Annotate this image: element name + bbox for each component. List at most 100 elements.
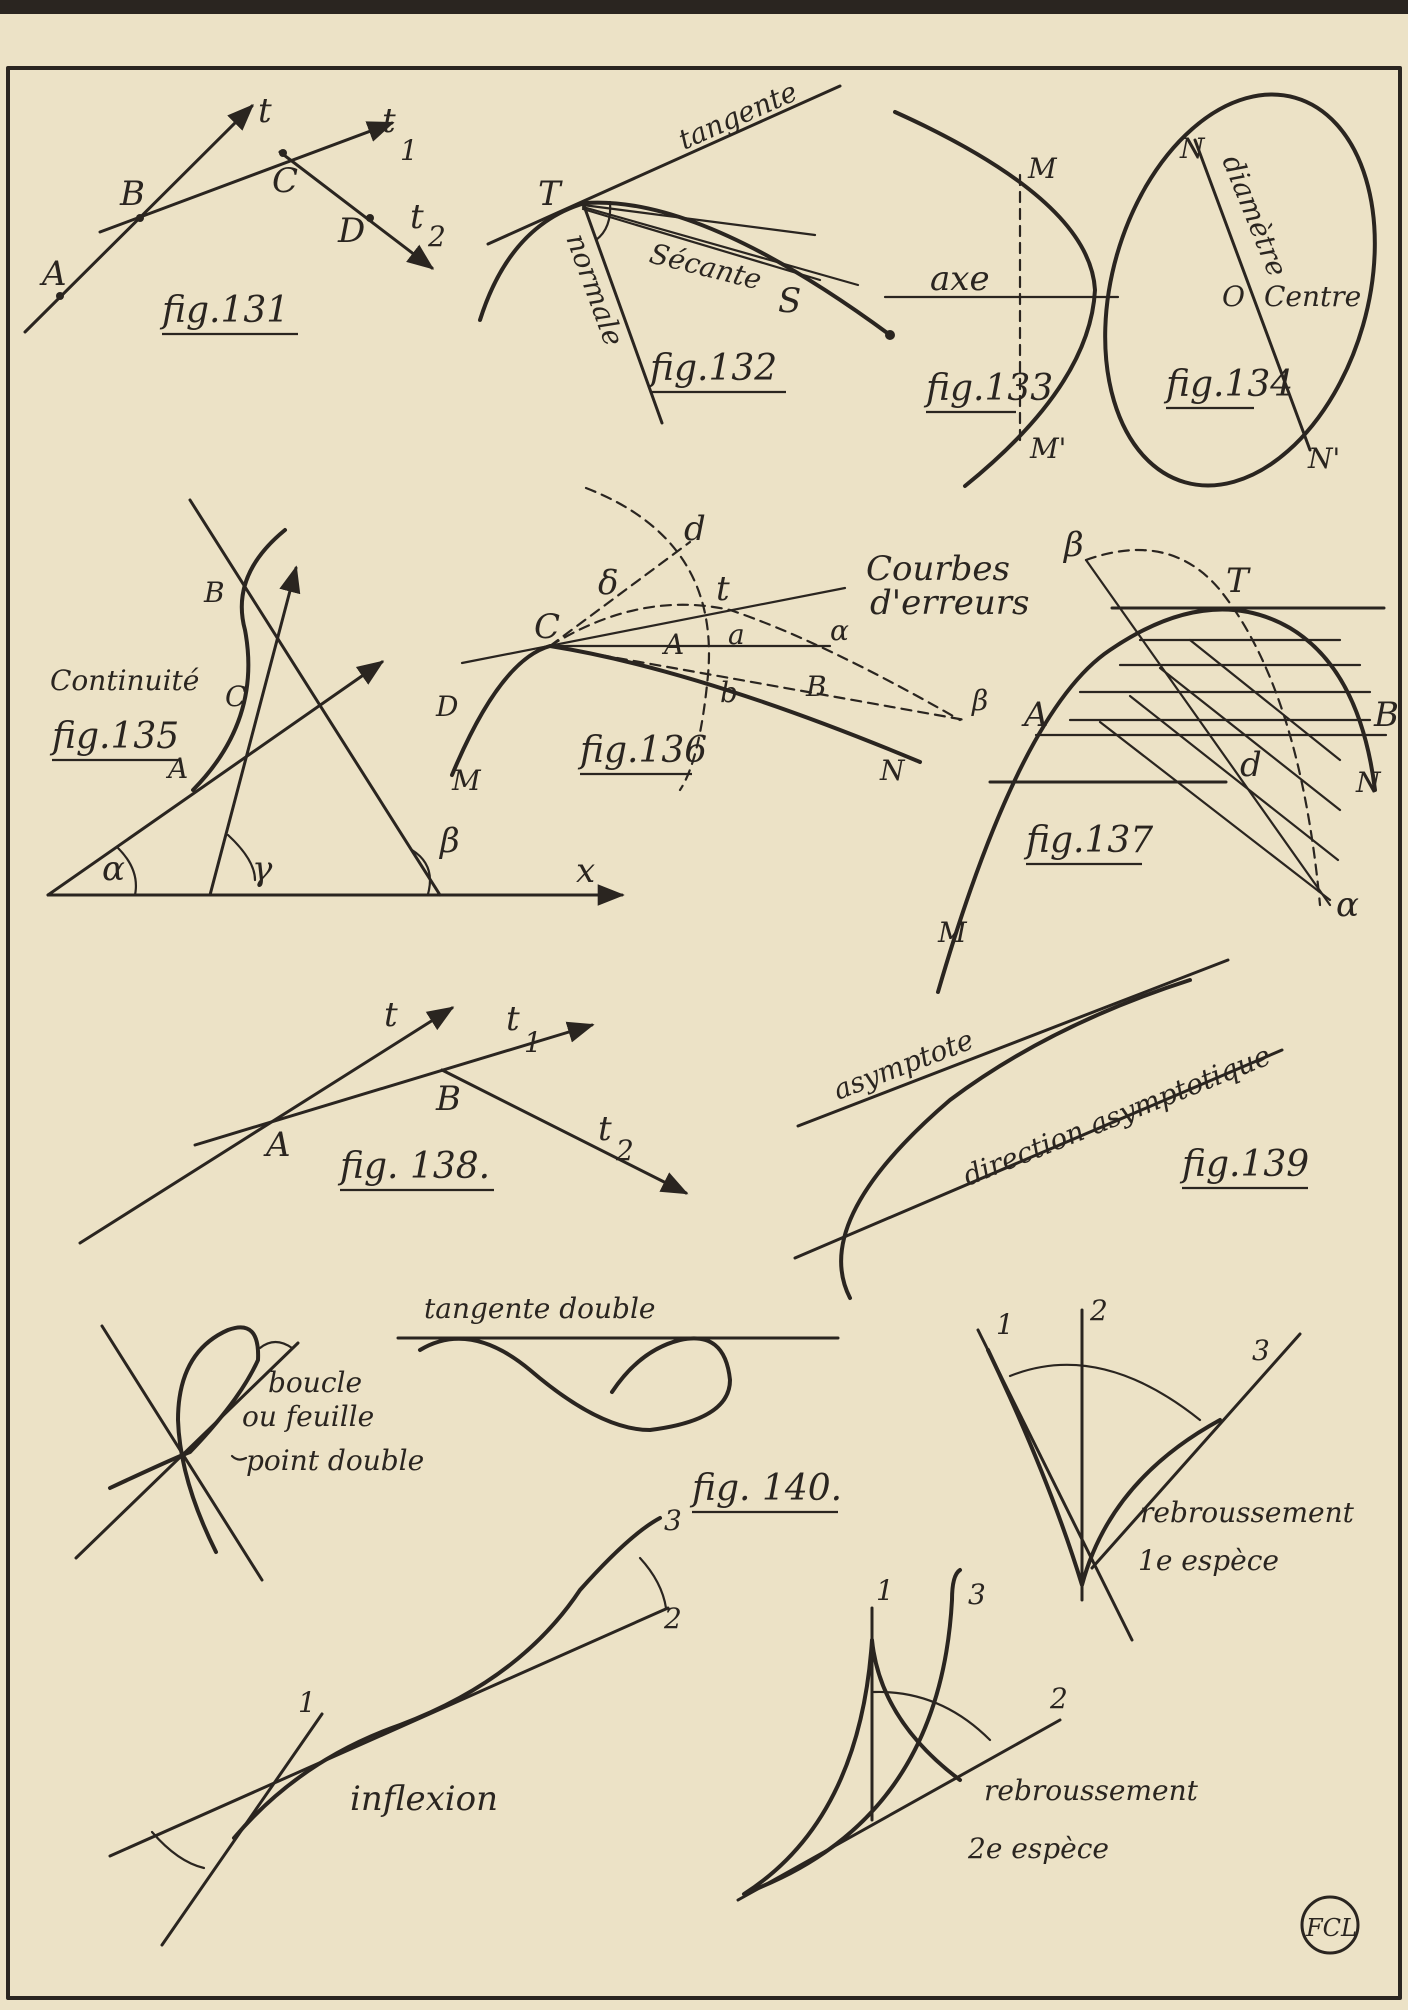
fig134-label-n: N [1179, 132, 1206, 165]
fig136-title-2: d'erreurs [870, 583, 1029, 623]
fig139: asymptote direction asymptotique fig.139 [793, 958, 1309, 1300]
fig138-caption: fig. 138. [337, 1146, 490, 1187]
fig131-label-d: D [337, 211, 365, 251]
fig135-label-alpha: α [102, 849, 125, 889]
fig131-label-b: B [119, 174, 145, 214]
fig133-label-axe: axe [930, 259, 990, 299]
fig140-label-inflexion: inflexion [350, 1779, 498, 1819]
fig138-label-a: A [263, 1125, 291, 1165]
top-rule [0, 0, 1408, 14]
monogram: FCL [1300, 1895, 1360, 1955]
fig137-label-beta: β [1062, 525, 1084, 565]
fig138-label-t: t [384, 995, 398, 1035]
fig136-label-beta: β [971, 684, 988, 717]
fig131-label-a: A [39, 254, 67, 294]
fig138-label-b: B [435, 1079, 461, 1119]
fig133-label-m: M [1027, 152, 1058, 185]
fig135-label-x: x [576, 851, 595, 891]
fig140-label-1-reb2: 1 [876, 1574, 894, 1607]
fig140-label-1-reb1: 1 [996, 1308, 1014, 1341]
fig134: N N' O diamètre Centre fig.134 [1103, 92, 1377, 488]
fig139-caption: fig.139 [1179, 1144, 1309, 1185]
fig135-label-gamma: γ [252, 849, 273, 889]
fig140-label-point-double: point double [246, 1444, 424, 1477]
fig135-label-beta: β [438, 821, 460, 861]
fig131: A B C D t t 1 t 2 fig.131 [23, 91, 446, 336]
fig133-label-mp: M' [1029, 432, 1066, 465]
fig140-label-2-reb1: 2 [1089, 1294, 1108, 1327]
fig140-label-3-inflexion: 3 [664, 1504, 682, 1537]
fig140-label-reb1-a: rebroussement [1140, 1496, 1355, 1529]
fig138: A B t t 1 t 2 fig. 138. [78, 995, 689, 1245]
fig136-label-alpha: α [830, 614, 849, 647]
fig135: Continuité fig.135 A B C α γ β x [46, 498, 625, 906]
fig133-caption: fig.133 [923, 368, 1053, 409]
fig132-label-normale: normale [559, 229, 630, 350]
fig131-label-t1: t [382, 101, 396, 141]
fig132-caption: fig.132 [647, 348, 777, 389]
fig134-label-diametre: diamètre [1216, 150, 1295, 281]
fig131-label-t2-sub: 2 [427, 220, 446, 253]
fig135-label-b: B [203, 576, 225, 609]
fig134-label-centre: Centre [1264, 280, 1361, 313]
fig132-label-s: S [778, 281, 801, 321]
fig136-label-m: M [451, 764, 482, 797]
fig138-label-t2-sub: 2 [615, 1134, 634, 1167]
fig137: A B T N M d β α fig.137 [936, 525, 1399, 994]
fig140-label-tangente-double: tangente double [424, 1292, 656, 1325]
fig140-label-1-inflexion: 1 [298, 1686, 316, 1719]
fig134-label-np: N' [1307, 442, 1340, 475]
fig135-label-c: C [225, 680, 246, 713]
fig137-label-d: d [1240, 745, 1262, 785]
fig131-label-c: C [272, 161, 298, 201]
fig140-label-3-reb2: 3 [968, 1578, 986, 1611]
fig136-label-b: b [720, 676, 738, 709]
fig137-label-m: M [937, 916, 968, 949]
fig132: T S tangente Sécante normale fig.132 [478, 75, 895, 425]
fig137-label-alpha: α [1336, 885, 1359, 925]
fig136-caption: fig.136 [577, 730, 707, 771]
fig134-label-o: O [1222, 280, 1245, 313]
fig135-caption: fig.135 [49, 716, 179, 757]
fig138-label-t1: t [506, 999, 520, 1039]
fig137-label-b: B [1373, 695, 1399, 735]
fig137-label-a: A [1021, 695, 1049, 735]
fig136: Courbes d'erreurs C D M N A B d t δ a α … [435, 486, 1029, 797]
fig140-label-reb1-b: 1e espèce [1138, 1544, 1279, 1577]
fig136-label-t: t [716, 569, 730, 609]
fig135-label-a: A [165, 752, 188, 785]
fig131-label-t: t [258, 91, 272, 131]
fig136-label-b-upper: B [805, 670, 827, 703]
fig135-title: Continuité [50, 664, 199, 697]
fig131-label-t1-sub: 1 [400, 134, 418, 167]
fig136-label-delta: δ [598, 563, 618, 603]
fig140-caption: fig. 140. [689, 1468, 842, 1509]
fig140-label-2-reb2: 2 [1049, 1682, 1068, 1715]
fig131-caption: fig.131 [159, 290, 289, 331]
fig136-label-d: d [684, 509, 706, 549]
fig140-label-reb2-b: 2e espèce [967, 1832, 1109, 1865]
monogram-text: FCL [1305, 1914, 1357, 1942]
outer-frame [6, 66, 1402, 2000]
fig136-label-d-left: D [435, 690, 458, 723]
fig136-label-n: N [879, 754, 906, 787]
fig133: M M' axe fig.133 [883, 110, 1120, 488]
fig140-label-boucle: boucle [268, 1366, 362, 1399]
fig137-caption: fig.137 [1023, 820, 1153, 861]
fig138-label-t1-sub: 1 [524, 1026, 542, 1059]
fig138-label-t2: t [598, 1109, 612, 1149]
fig134-caption: fig.134 [1163, 364, 1293, 405]
fig140-label-ou-feuille: ou feuille [242, 1400, 374, 1433]
fig131-label-t2: t [410, 197, 424, 237]
fig136-label-a: a [728, 618, 745, 651]
fig137-label-t: T [1226, 561, 1251, 601]
fig140-label-reb2-a: rebroussement [984, 1774, 1199, 1807]
fig136-label-c: C [534, 607, 560, 647]
fig136-title-1: Courbes [866, 549, 1010, 589]
fig140: boucle ou feuille point double tangente … [74, 1292, 1355, 1947]
fig137-label-n: N [1355, 766, 1382, 799]
fig132-label-tangente: tangente [673, 75, 802, 157]
fig132-label-t: T [538, 174, 563, 214]
fig140-label-2-inflexion: 2 [663, 1602, 682, 1635]
